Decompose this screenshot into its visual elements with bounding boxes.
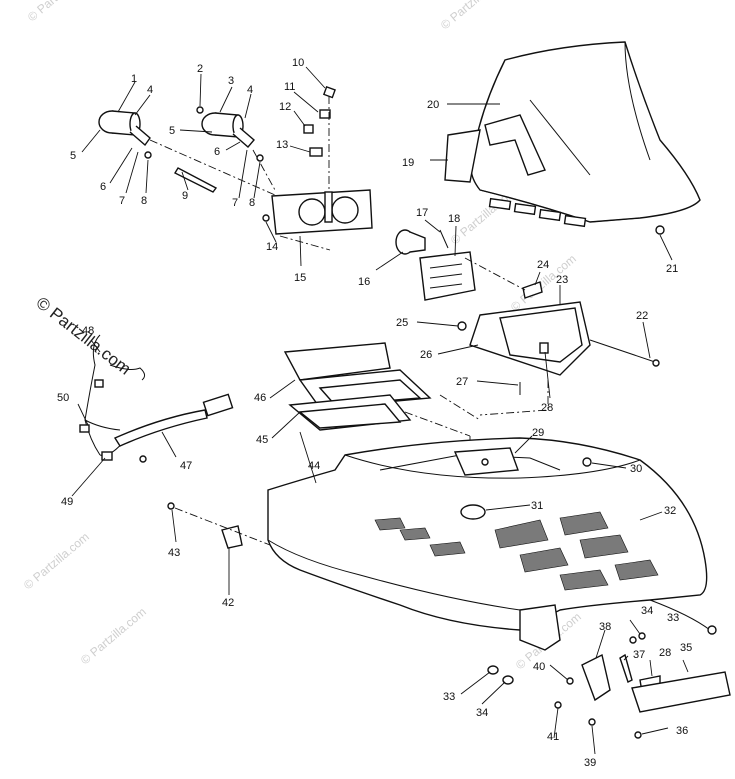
callout-39: 39 (584, 757, 596, 769)
watermark: © Partzilla.com (438, 0, 509, 32)
headlight-bezel (457, 301, 660, 395)
callout-18: 18 (448, 213, 460, 225)
callout-49: 49 (61, 496, 73, 508)
callout-32: 32 (664, 505, 676, 517)
callout-5: 5 (169, 125, 175, 137)
callout-24: 24 (537, 259, 549, 271)
dash-panel (262, 85, 373, 251)
callout-37: 37 (633, 649, 645, 661)
callout-11: 11 (284, 81, 295, 93)
gauge-assembly (98, 106, 276, 196)
leader-lines (71, 66, 689, 755)
callout-2: 2 (197, 63, 203, 75)
callout-38: 38 (599, 621, 611, 633)
watermark: © Partzilla.com (78, 605, 149, 668)
callout-4: 4 (147, 84, 153, 96)
callout-12: 12 (279, 101, 291, 113)
callout-6: 6 (214, 146, 220, 158)
callout-33: 33 (443, 691, 455, 703)
callout-17: 17 (416, 207, 428, 219)
callout-14: 14 (266, 241, 278, 253)
callout-23: 23 (556, 274, 568, 286)
callout-3: 3 (228, 75, 234, 87)
callout-22: 22 (636, 310, 648, 322)
callout-6: 6 (100, 181, 106, 193)
callout-13: 13 (276, 139, 288, 151)
callout-labels: 1 2 3 4 4 5 5 6 6 7 7 8 8 9 10 11 12 13 … (57, 57, 692, 769)
callout-34: 34 (476, 707, 488, 719)
callout-5: 5 (70, 150, 76, 162)
callout-25: 25 (396, 317, 408, 329)
callout-45: 45 (256, 434, 268, 446)
callout-8: 8 (249, 197, 255, 209)
callout-47: 47 (180, 460, 192, 472)
hood (267, 437, 717, 651)
windshield (444, 41, 701, 235)
callout-1: 1 (131, 73, 137, 85)
callout-20: 20 (427, 99, 439, 111)
hood-hardware (167, 502, 731, 739)
headlight-assembly (395, 229, 543, 301)
callout-50: 50 (57, 392, 69, 404)
callout-36: 36 (676, 725, 688, 737)
callout-7: 7 (232, 197, 238, 209)
callout-31: 31 (531, 500, 543, 512)
callout-41: 41 (547, 731, 559, 743)
callout-26: 26 (420, 349, 432, 361)
callout-7: 7 (119, 195, 125, 207)
callout-10: 10 (292, 57, 304, 69)
callout-44: 44 (308, 460, 320, 472)
callout-15: 15 (294, 272, 306, 284)
callout-33: 33 (667, 612, 679, 624)
callout-27: 27 (456, 376, 468, 388)
callout-46: 46 (254, 392, 266, 404)
callout-8: 8 (141, 195, 147, 207)
callout-29: 29 (532, 427, 544, 439)
callout-16: 16 (358, 276, 370, 288)
callout-19: 19 (402, 157, 414, 169)
watermark: © Partzilla.com (21, 530, 92, 593)
watermark: © Partzilla.com (25, 0, 96, 24)
callout-9: 9 (182, 190, 188, 202)
callout-42: 42 (222, 597, 234, 609)
callout-28: 28 (659, 647, 671, 659)
callout-35: 35 (680, 642, 692, 654)
callout-34: 34 (641, 605, 653, 617)
callout-30: 30 (630, 463, 642, 475)
grille-panels (283, 342, 549, 450)
callout-4: 4 (247, 84, 253, 96)
callout-28: 28 (541, 402, 553, 414)
callout-40: 40 (533, 661, 545, 673)
callout-21: 21 (666, 263, 678, 275)
callout-48: 48 (82, 325, 94, 337)
wire-harness (79, 334, 234, 463)
callout-43: 43 (168, 547, 180, 559)
